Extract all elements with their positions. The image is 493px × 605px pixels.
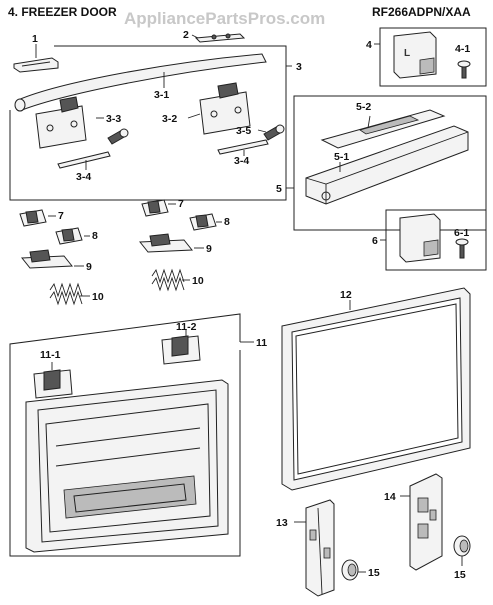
callout-8-right: 8 (224, 216, 230, 228)
callout-11-2: 11-2 (176, 321, 197, 333)
part-5-1-door-bin (305, 125, 469, 205)
part-2-cap (194, 33, 246, 43)
callout-8-left: 8 (92, 230, 98, 242)
part-8-stopper-left (55, 227, 83, 245)
part-3-3-screw (107, 128, 129, 145)
callout-3-1: 3-1 (154, 89, 169, 101)
part-5-2-bin-cover (320, 109, 446, 149)
callout-3-2: 3-2 (162, 113, 177, 125)
part-11-frame (9, 313, 241, 557)
callout-5-1: 5-1 (334, 151, 349, 163)
part-6-cover-cap (385, 209, 487, 271)
part-11-1-hinge-bracket (33, 369, 73, 399)
part-14-door-bracket (409, 473, 443, 571)
callout-14: 14 (384, 491, 396, 503)
part-3-4-pin-left (57, 151, 111, 169)
part-3-handle-assembly-frame (9, 45, 287, 201)
callout-4: 4 (366, 39, 372, 51)
part-10-spring-left (49, 282, 83, 306)
callout-6: 6 (372, 235, 378, 247)
part-11-freezer-door-panel (25, 379, 229, 553)
part-3-4-pin-right (217, 139, 269, 155)
callout-12: 12 (340, 289, 352, 301)
callout-10-left: 10 (92, 291, 104, 303)
part-6-1-screw (455, 238, 469, 259)
part-8-stopper-right (189, 213, 217, 231)
callout-4-1: 4-1 (455, 43, 470, 55)
part-1-cover (13, 57, 59, 73)
callout-3-5: 3-5 (236, 125, 251, 137)
part-4-1-screw (457, 60, 471, 79)
callout-7-left: 7 (58, 210, 64, 222)
part-3-1-handle-bar (14, 53, 267, 112)
part-7-stopper-left (19, 209, 47, 227)
callout-10-right: 10 (192, 275, 204, 287)
part-3-5-screw (263, 124, 285, 141)
part-15-cap-right (453, 535, 471, 557)
part-3-3-handle-bracket-left (35, 96, 87, 149)
part-13-door-bracket (305, 499, 335, 597)
part-10-spring-right (151, 268, 185, 292)
callout-2: 2 (183, 29, 189, 41)
callout-1: 1 (32, 33, 38, 45)
callout-3: 3 (296, 61, 302, 73)
callout-13: 13 (276, 517, 288, 529)
callout-6-1: 6-1 (454, 227, 469, 239)
part-9-door-stopper-right (138, 233, 194, 253)
part-7-stopper-right (141, 199, 169, 217)
part-4-cover-cap: L (379, 27, 487, 87)
callout-11: 11 (256, 337, 267, 349)
callout-9-right: 9 (206, 243, 212, 255)
callout-3-4-left: 3-4 (76, 171, 91, 183)
callout-5: 5 (276, 183, 282, 195)
callout-15-left: 15 (368, 567, 380, 579)
svg-text:L: L (404, 48, 410, 59)
callout-15-right: 15 (454, 569, 466, 581)
part-15-cap-left (341, 559, 359, 581)
part-3-2-handle-bracket-right (199, 82, 251, 135)
section-title: 4. FREEZER DOOR (8, 5, 117, 19)
part-9-door-stopper-left (20, 249, 74, 269)
callout-7-right: 7 (178, 198, 184, 210)
callout-3-4-right: 3-4 (234, 155, 249, 167)
watermark: AppliancePartsPros.com (124, 9, 325, 28)
part-11-2-hinge-bracket (161, 335, 201, 365)
callout-9-left: 9 (86, 261, 92, 273)
callout-11-1: 11-1 (40, 349, 61, 361)
model-number: RF266ADPN/XAA (372, 5, 471, 19)
part-12-door-gasket (281, 287, 471, 491)
callout-3-3: 3-3 (106, 113, 121, 125)
callout-5-2: 5-2 (356, 101, 371, 113)
